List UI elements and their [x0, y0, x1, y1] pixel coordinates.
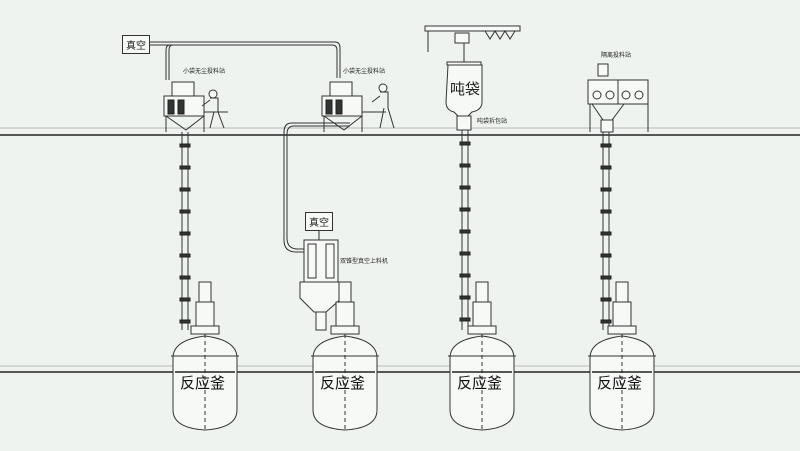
reactor — [171, 281, 239, 432]
vacuum-pipe-middle — [283, 122, 350, 253]
vacuum-box-1: 真空 — [122, 35, 150, 54]
reactor-label-2: 反应釜 — [320, 374, 366, 392]
drop-pipe — [459, 130, 471, 330]
bag-station-1 — [163, 81, 228, 132]
bag-station-2 — [321, 81, 395, 132]
vacuum-feeder-label: 双锥型真空上料机 — [340, 258, 389, 265]
ton-bag-label: 吨袋 — [450, 80, 481, 98]
reactor-label-4: 反应釜 — [597, 374, 643, 392]
vacuum-pipe-top — [150, 41, 341, 80]
reactor — [448, 281, 516, 432]
reactors — [171, 281, 656, 432]
station-label-4: 隔离投料站 — [601, 52, 632, 59]
ton-bag-station — [424, 25, 521, 131]
drop-pipes — [179, 130, 612, 330]
drop-pipe — [179, 132, 191, 330]
station-label-2: 小袋无尘投料站 — [343, 68, 386, 75]
station-label-1: 小袋无尘投料站 — [183, 68, 226, 75]
upper-floor — [0, 127, 800, 136]
drop-pipe — [600, 132, 612, 330]
lower-floor — [0, 365, 800, 373]
reactor-label-1: 反应釜 — [180, 374, 226, 392]
reactor — [588, 281, 656, 432]
isolator-station — [587, 63, 649, 133]
vacuum-feeder — [299, 228, 343, 331]
vacuum-box-2: 真空 — [305, 212, 333, 231]
reactor-label-3: 反应釜 — [457, 374, 503, 392]
reactor — [311, 281, 379, 432]
station-label-3: 吨袋拆包站 — [477, 118, 508, 125]
